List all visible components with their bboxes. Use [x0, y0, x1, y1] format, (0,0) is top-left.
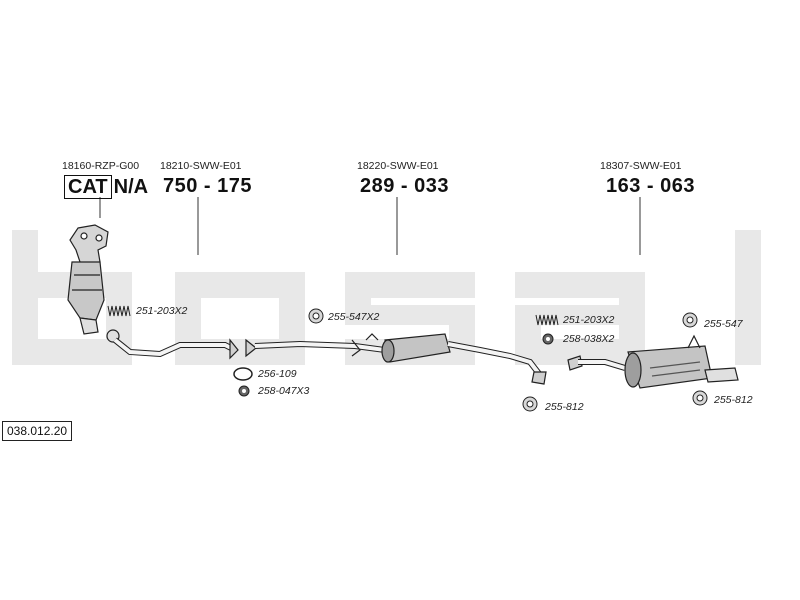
cat-label: CAT — [64, 175, 112, 199]
accessory-gasket-1-label[interactable]: 256-109 — [258, 368, 297, 380]
part-1-number: CAT N/A — [64, 175, 148, 199]
gasket-icon — [233, 367, 253, 381]
spring-icon-2 — [535, 314, 559, 326]
diagram-reference: 038.012.20 — [2, 421, 73, 441]
part-1-oem: 18160-RZP-G00 — [62, 160, 140, 172]
accessory-spring-2-label[interactable]: 251-203X2 — [563, 314, 615, 326]
front-pipe-drawing — [106, 329, 239, 360]
rear-silencer-drawing — [567, 334, 739, 389]
accessory-hanger-2-label[interactable]: 255-812 — [545, 401, 584, 413]
catalytic-converter-drawing — [67, 224, 109, 335]
nut-icon-1 — [238, 385, 250, 397]
accessory-hanger-3-label[interactable]: 255-547 — [704, 318, 743, 330]
leader-lines — [99, 197, 641, 255]
hanger-icon-4 — [692, 390, 708, 406]
accessory-nut-2-label[interactable]: 258-038X2 — [563, 333, 615, 345]
accessory-hanger-4-label[interactable]: 255-812 — [714, 394, 753, 406]
hanger-icon-3 — [682, 312, 698, 328]
nut-icon-2 — [542, 333, 554, 345]
hanger-icon-1 — [308, 308, 324, 324]
accessory-spring-1-label[interactable]: 251-203X2 — [136, 305, 188, 317]
middle-silencer-drawing — [245, 333, 547, 385]
part-4-oem: 18307-SWW-E01 — [600, 160, 682, 172]
part-2-oem: 18210-SWW-E01 — [160, 160, 242, 172]
part-4-number[interactable]: 163 - 063 — [606, 175, 696, 197]
part-3-oem: 18220-SWW-E01 — [357, 160, 439, 172]
part-2-number[interactable]: 750 - 175 — [163, 175, 253, 197]
spring-icon-1 — [107, 305, 131, 317]
accessory-hanger-1-label[interactable]: 255-547X2 — [328, 311, 380, 323]
cat-value: N/A — [113, 175, 149, 198]
accessory-nut-1-label[interactable]: 258-047X3 — [258, 385, 310, 397]
part-3-number[interactable]: 289 - 033 — [360, 175, 450, 197]
hanger-icon-2 — [522, 396, 538, 412]
